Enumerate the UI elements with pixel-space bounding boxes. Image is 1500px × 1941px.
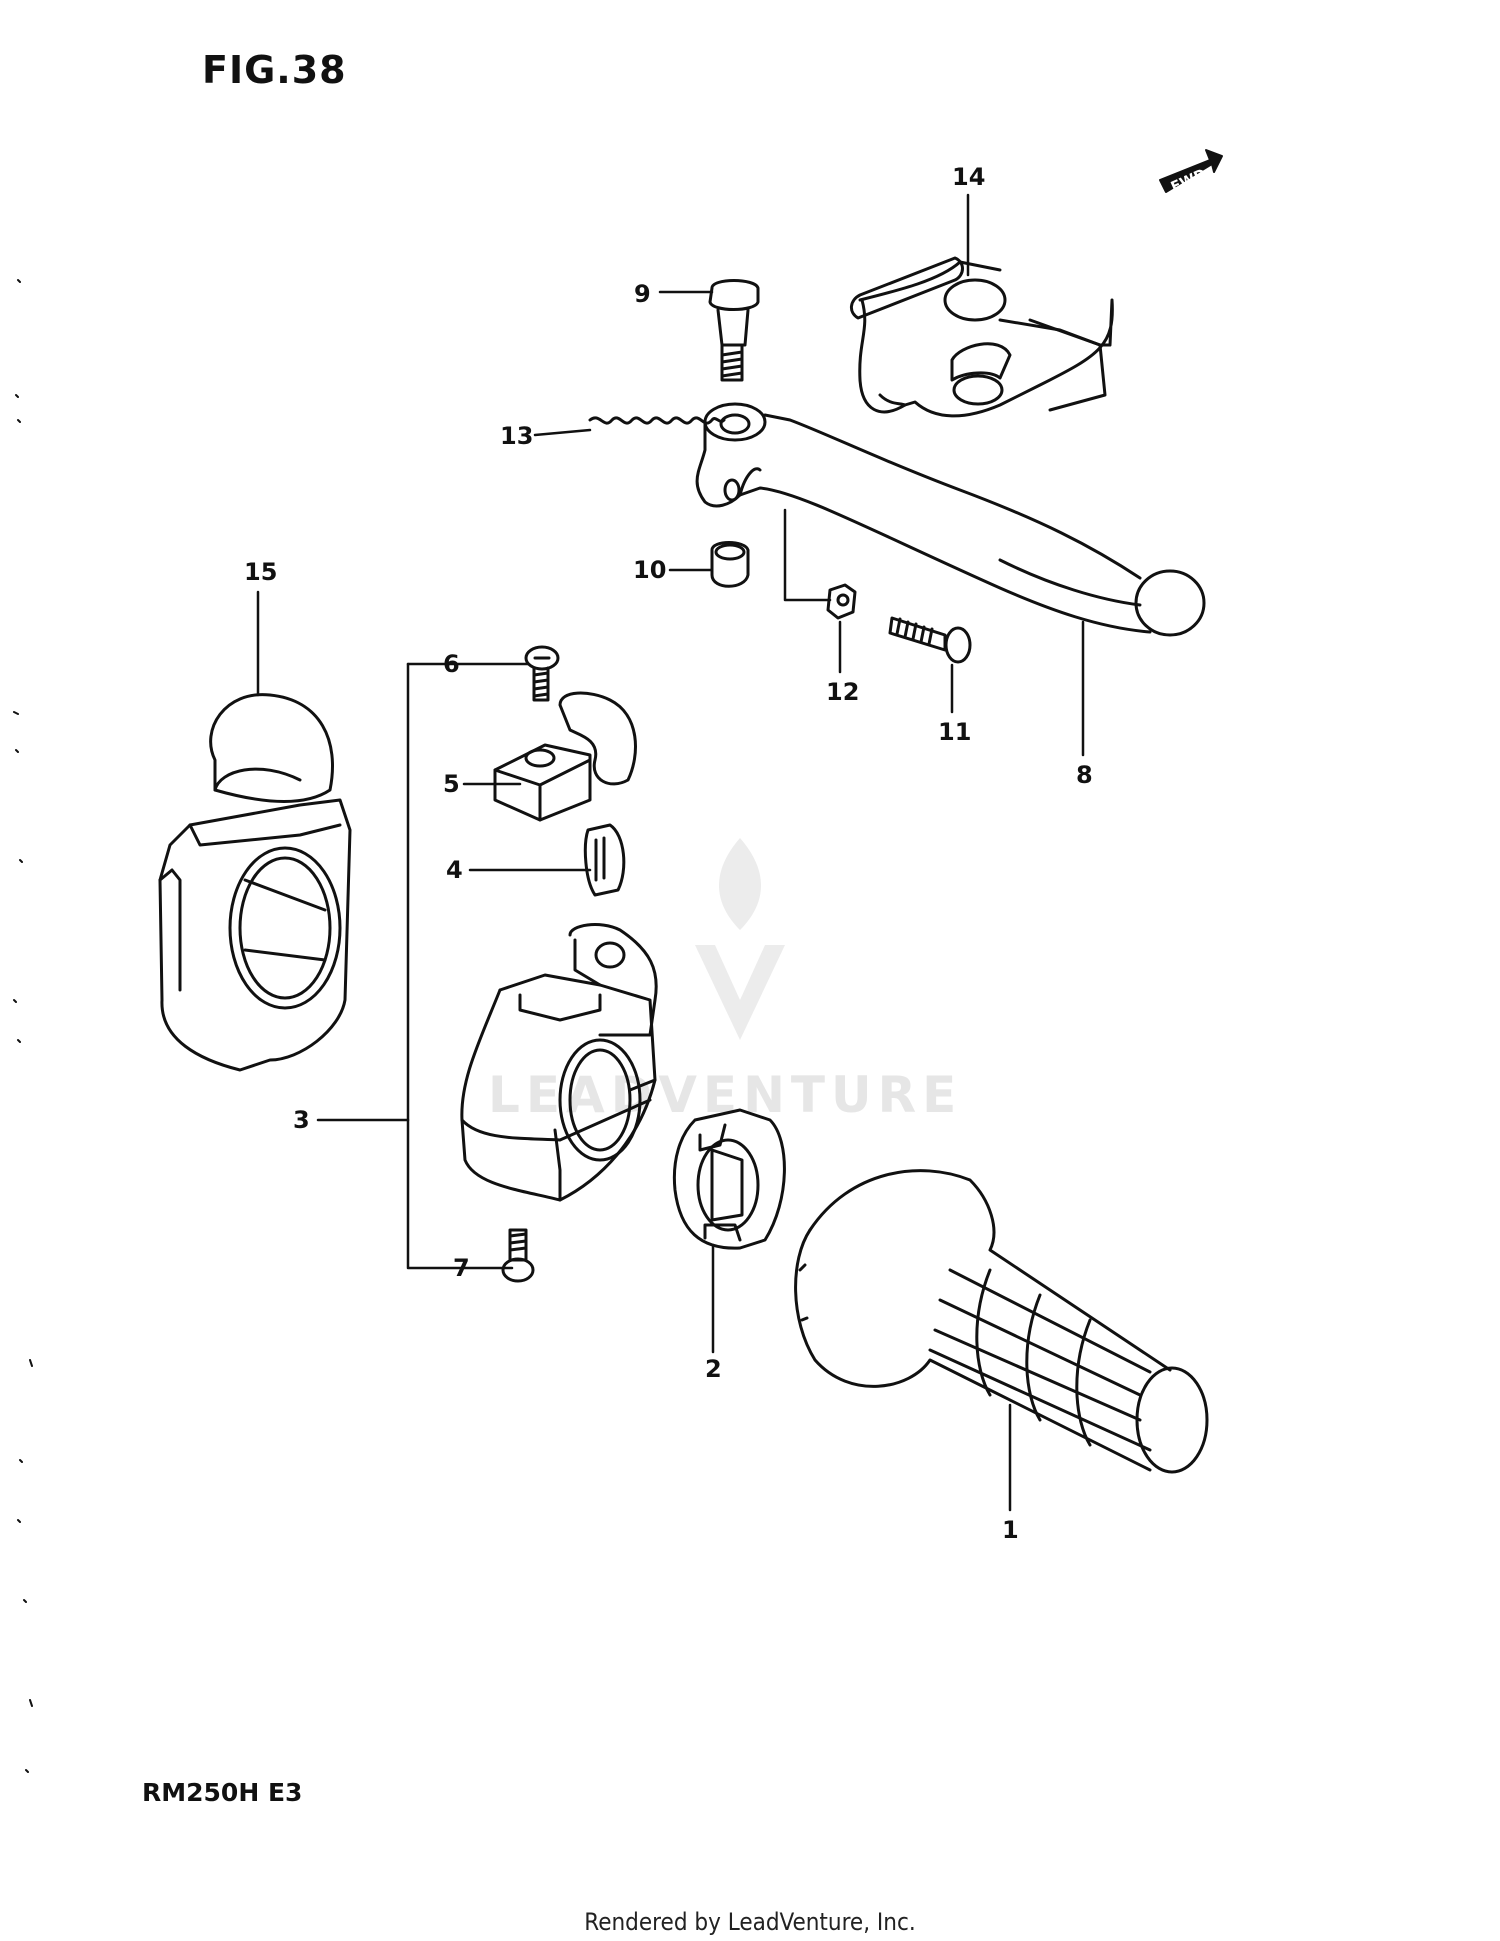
callout-12: 12 <box>826 678 860 706</box>
callout-11: 11 <box>938 718 972 746</box>
callout-3: 3 <box>293 1106 310 1134</box>
callout-5: 5 <box>443 770 460 798</box>
pivot-bolt-part <box>708 279 760 382</box>
callout-6: 6 <box>443 650 460 678</box>
callout-15: 15 <box>244 558 278 586</box>
clutch-lever-part <box>695 402 1206 637</box>
cable-clamp-part <box>493 691 637 822</box>
spring-part <box>588 416 726 425</box>
figure-title: FIG.38 <box>202 48 347 92</box>
retainer-ring-part <box>672 1108 786 1250</box>
footer-credit: Rendered by LeadVenture, Inc. <box>584 1908 916 1936</box>
callout-9: 9 <box>634 280 651 308</box>
callout-14: 14 <box>952 163 986 191</box>
leader-lines <box>256 193 1085 1512</box>
callout-8: 8 <box>1076 761 1093 789</box>
adjuster-nut-part <box>826 583 857 620</box>
callout-7: 7 <box>453 1254 470 1282</box>
lever-holder-assembly-part <box>460 923 658 1202</box>
callout-13: 13 <box>500 422 534 450</box>
callout-1: 1 <box>1002 1516 1019 1544</box>
model-label: RM250H E3 <box>142 1778 303 1807</box>
callout-10: 10 <box>633 556 667 584</box>
handle-grip-part <box>794 1169 1209 1474</box>
callout-4: 4 <box>446 856 463 884</box>
cable-stop-part <box>583 823 626 897</box>
lever-holder-part <box>850 256 1114 418</box>
screw-7-part <box>501 1228 535 1283</box>
screw-6-part <box>524 645 560 702</box>
lever-nut-part <box>710 541 750 588</box>
scan-specks <box>13 279 33 1773</box>
callout-2: 2 <box>705 1355 722 1383</box>
fwd-arrow-icon: FWD <box>1159 149 1223 196</box>
switch-cover-part <box>158 693 352 1072</box>
adjuster-screw-part <box>888 616 972 664</box>
